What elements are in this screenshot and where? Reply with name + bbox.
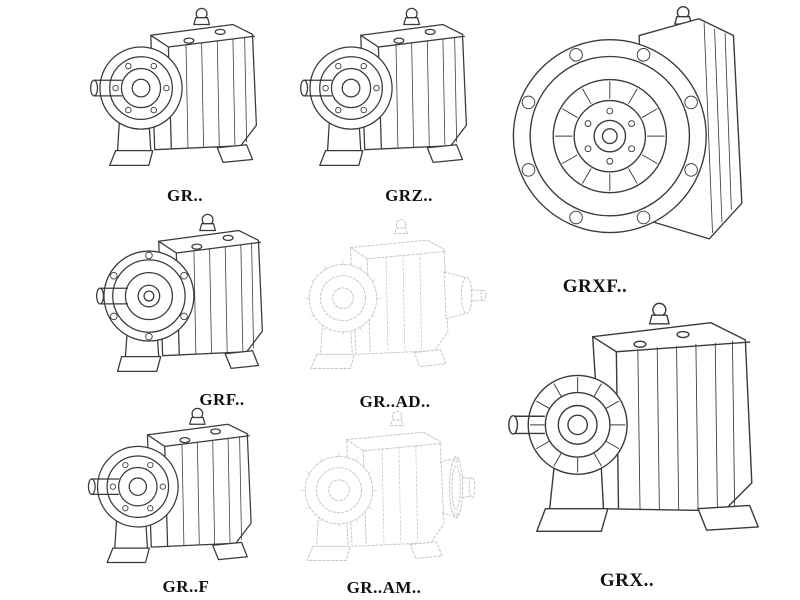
flange-gearbox-front-icon [505, 2, 767, 264]
drawing-grx [500, 298, 780, 556]
label-grf: GRF.. [199, 390, 245, 409]
drawing-grf [92, 210, 288, 386]
label-gram: GR..AM.. [346, 578, 422, 597]
label-grxf: GRXF.. [562, 276, 628, 297]
drawing-gr [88, 4, 284, 180]
label-grz: GRZ.. [385, 186, 433, 205]
label-grx: GRX.. [599, 570, 655, 591]
drawing-grxf [505, 2, 767, 264]
drawing-gram [292, 404, 489, 582]
label-grad: GR..AD.. [359, 392, 431, 411]
flange-mounted-gearbox-icon [92, 210, 288, 386]
foot-mounted-gearbox-icon [298, 4, 494, 180]
large-gearbox-icon [500, 298, 780, 556]
drawing-grf2 [86, 404, 278, 577]
label-gr: GR.. [167, 186, 203, 205]
drawing-grz [298, 4, 494, 180]
foot-mounted-gearbox-icon [86, 404, 278, 577]
gearbox-input-adapter-icon [296, 212, 493, 390]
label-grf2: GR..F [162, 577, 210, 596]
drawing-grad [296, 212, 493, 390]
foot-mounted-gearbox-icon [88, 4, 284, 180]
gearbox-motor-adapter-icon [292, 404, 489, 582]
